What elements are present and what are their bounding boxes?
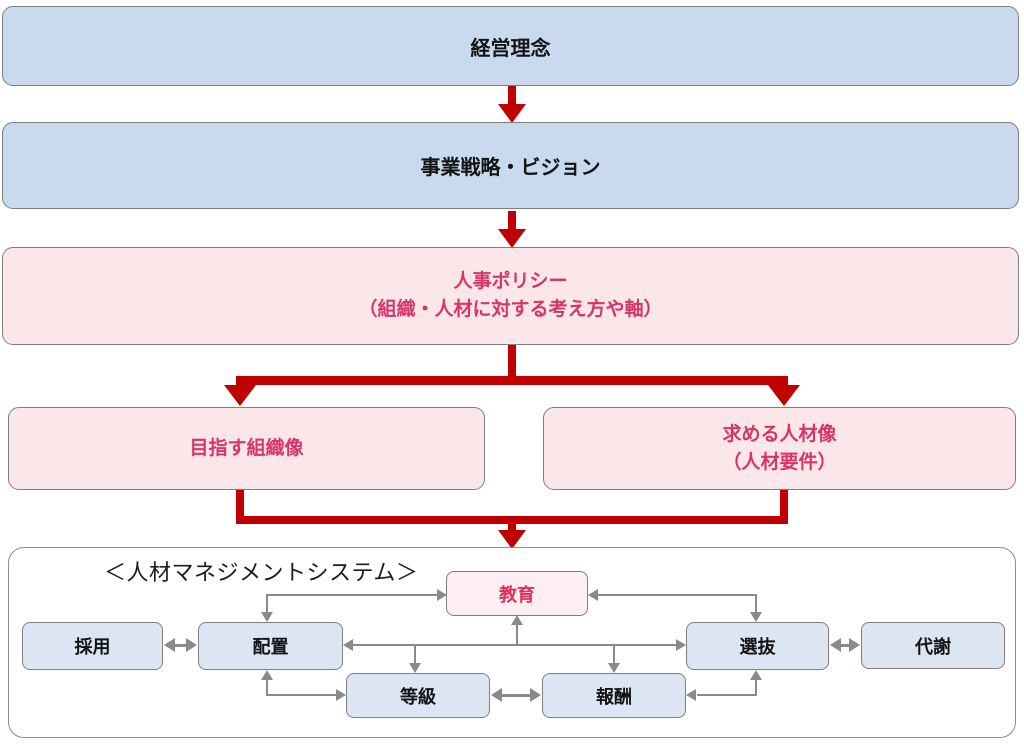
red-branch-right-head-icon — [768, 385, 800, 406]
dblarrow-grade-compensation-right-icon — [530, 688, 541, 702]
node-recruitment: 採用 — [22, 622, 163, 670]
arrowhead-into-placement-top-icon — [261, 612, 273, 622]
connector-placement-education-vline — [266, 594, 268, 613]
box-hr-policy: 人事ポリシー （組織・人材に対する考え方や軸） — [2, 247, 1019, 345]
red-arrow-2-head-icon — [498, 229, 526, 248]
arrowhead-into-placement-right-icon — [343, 639, 353, 651]
red-merge-bar — [236, 516, 788, 524]
arrowhead-into-compensation-right-icon — [686, 689, 696, 701]
red-merge-center-shaft — [508, 524, 516, 531]
box-desired-talent: 求める人材像 （人材要件） — [543, 407, 1016, 490]
box-business-strategy-vision-label: 事業戦略・ビジョン — [420, 157, 601, 179]
connector-selection-compensation-vline — [755, 679, 757, 696]
red-branch-stem — [508, 345, 516, 379]
arrowhead-into-education-right-icon — [588, 589, 598, 601]
arrowhead-into-grade-left-icon — [336, 689, 346, 701]
arrowhead-into-selection-left-icon — [676, 639, 686, 651]
node-education-label: 教育 — [499, 584, 535, 605]
node-compensation: 報酬 — [542, 673, 686, 718]
node-compensation-label: 報酬 — [596, 686, 632, 707]
arrowhead-into-education-left-icon — [437, 589, 447, 601]
box-target-organization: 目指す組織像 — [8, 407, 485, 490]
system-title: ＜人材マネジメントシステム＞ — [104, 560, 419, 585]
red-arrow-1-shaft — [508, 86, 516, 105]
dblarrow-selection-turnover-line — [838, 644, 852, 647]
box-target-organization-label: 目指す組織像 — [189, 437, 304, 459]
box-desired-talent-line1: 求める人材像 — [722, 423, 837, 445]
node-selection: 選抜 — [686, 622, 829, 670]
connector-placement-education-hline — [266, 594, 438, 596]
dblarrow-grade-compensation-line — [499, 694, 532, 697]
dblarrow-selection-turnover-right-icon — [849, 638, 860, 652]
connector-down-compensation-vline — [613, 645, 615, 664]
node-selection-label: 選抜 — [739, 637, 776, 657]
connector-placement-grade-hline — [266, 694, 337, 696]
box-business-strategy-vision: 事業戦略・ビジョン — [2, 122, 1019, 209]
red-branch-bar — [236, 376, 788, 385]
red-merge-center-head-icon — [498, 530, 526, 549]
red-arrow-1-head-icon — [498, 104, 526, 123]
red-merge-right-stem — [780, 490, 788, 520]
node-placement: 配置 — [198, 622, 343, 670]
arrowhead-into-compensation-top-icon — [608, 663, 620, 673]
arrowhead-into-grade-top-icon — [409, 663, 421, 673]
connector-selection-education-hline — [597, 594, 757, 596]
connector-down-grade-vline — [414, 645, 416, 664]
dblarrow-recruitment-placement-line — [173, 644, 189, 647]
connector-mid-hline — [352, 644, 677, 646]
node-grade-label: 等級 — [400, 686, 436, 707]
arrowhead-into-selection-bottom-icon — [750, 670, 762, 680]
node-recruitment-label: 採用 — [74, 637, 111, 657]
dblarrow-selection-turnover-left-icon — [830, 638, 841, 652]
dblarrow-recruitment-placement-right-icon — [186, 638, 197, 652]
connector-placement-grade-vline — [266, 679, 268, 696]
dblarrow-grade-compensation-left-icon — [491, 688, 502, 702]
node-turnover: 代謝 — [861, 622, 1005, 669]
red-merge-left-stem — [236, 490, 244, 520]
box-hr-policy-line1: 人事ポリシー — [453, 270, 568, 292]
node-turnover-label: 代謝 — [915, 636, 951, 657]
red-branch-left-head-icon — [224, 385, 256, 406]
connector-up-education-vline — [516, 625, 518, 645]
connector-selection-compensation-hline — [697, 694, 757, 696]
box-desired-talent-line2: （人材要件） — [722, 451, 837, 473]
box-management-philosophy: 経営理念 — [2, 6, 1019, 86]
arrowhead-into-selection-top-icon — [750, 612, 762, 622]
node-grade: 等級 — [346, 673, 490, 718]
box-hr-policy-line2: （組織・人材に対する考え方や軸） — [358, 299, 663, 320]
node-education: 教育 — [446, 571, 588, 616]
dblarrow-recruitment-placement-left-icon — [164, 638, 175, 652]
arrowhead-into-placement-bottom-icon — [261, 670, 273, 680]
node-placement-label: 配置 — [252, 637, 289, 657]
arrowhead-into-education-bottom-icon — [511, 615, 523, 625]
red-arrow-2-shaft — [508, 211, 516, 230]
box-management-philosophy-label: 経営理念 — [470, 37, 551, 60]
connector-selection-education-vline — [755, 594, 757, 613]
